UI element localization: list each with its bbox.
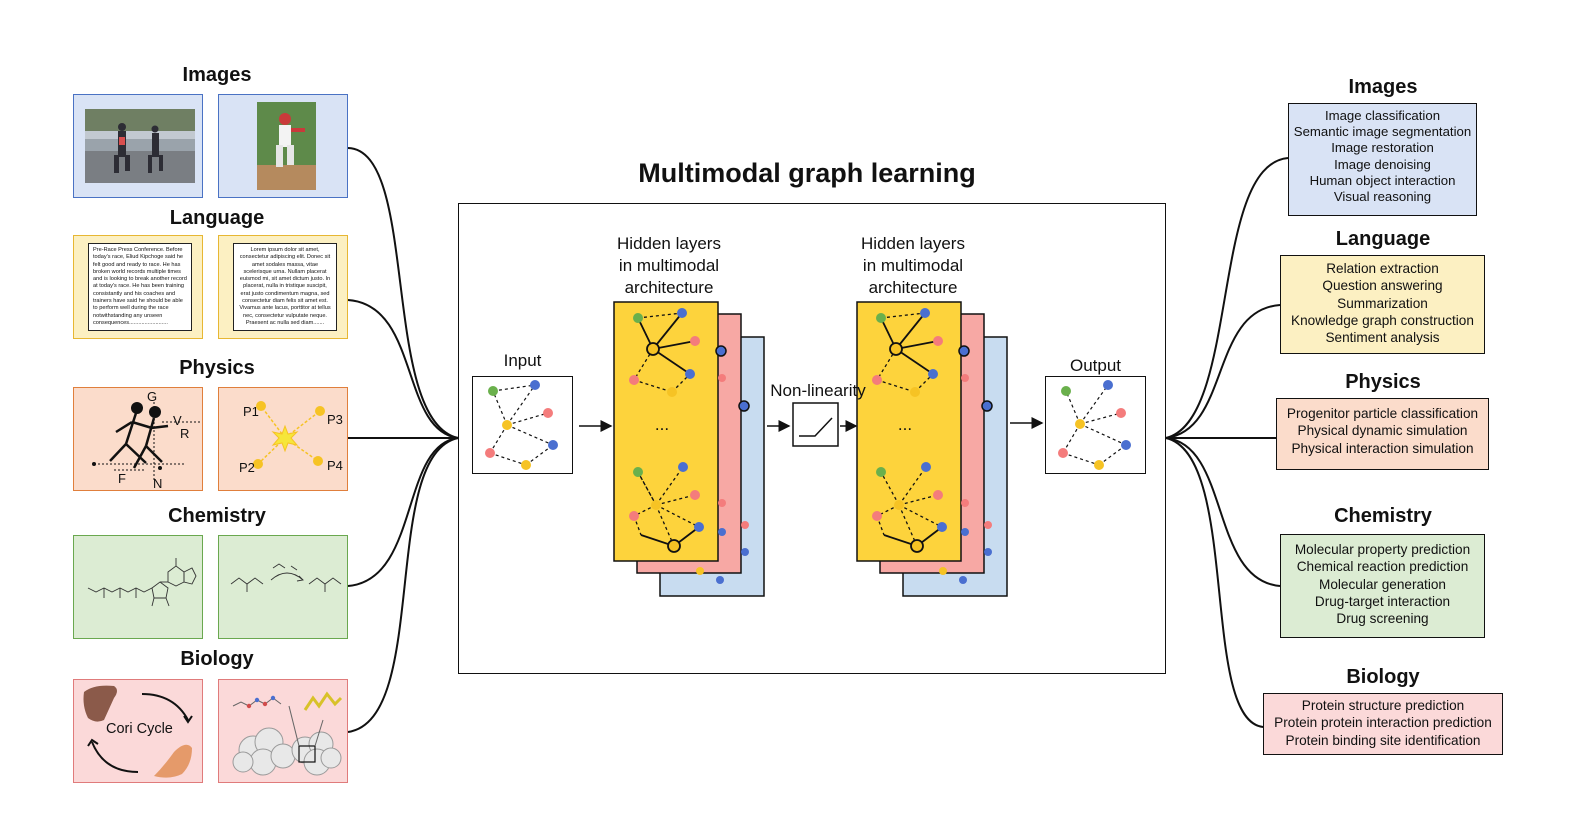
hidden-label-line: Hidden layers — [861, 234, 965, 253]
layer-graph-top — [629, 308, 700, 397]
hidden-label-line: architecture — [868, 278, 958, 297]
right-heading-physics: Physics — [1345, 371, 1421, 393]
baseball-photo — [257, 102, 316, 190]
stick-figure-forces — [92, 402, 200, 480]
layer-ellipsis-1: ... — [654, 415, 670, 434]
hidden-label-2: Hidden layers in multimodal architecture — [833, 233, 993, 299]
right-heading-images: Images — [1348, 76, 1418, 98]
task-item: Physical interaction simulation — [1291, 440, 1474, 456]
image-tile-runners — [73, 94, 203, 198]
runners-photo — [85, 109, 195, 183]
task-list-language: Relation extraction Question answering S… — [1280, 255, 1485, 354]
protein-structure — [232, 691, 343, 776]
nonlinearity-icon — [792, 402, 839, 447]
task-item: Progenitor particle classification — [1286, 406, 1479, 421]
left-heading-physics: Physics — [179, 357, 255, 379]
task-item: Human object interaction — [1309, 172, 1456, 188]
left-connectors — [347, 147, 459, 733]
force-label-f: F — [118, 471, 126, 486]
input-graph — [485, 380, 558, 470]
hidden-label-line: in multimodal — [862, 256, 964, 275]
biology-tile-protein — [218, 679, 348, 783]
right-heading-chemistry: Chemistry — [1334, 505, 1432, 527]
physics-tile-runners: G V R F N — [73, 387, 203, 491]
reaction-scheme — [230, 563, 342, 592]
left-heading-biology: Biology — [180, 648, 254, 670]
task-item: Semantic image segmentation — [1293, 124, 1472, 140]
physics-tile-particles: P1 P3 P2 P4 — [218, 387, 348, 491]
image-tile-baseball — [218, 94, 348, 198]
layer-stack-1 — [613, 301, 765, 597]
nonlinearity-label: Non-linearity — [770, 381, 866, 400]
output-graph — [1058, 380, 1131, 470]
output-label: Output — [1069, 356, 1122, 375]
task-item: Protein protein interaction prediction — [1274, 715, 1492, 731]
cori-cycle-label: Cori Cycle — [106, 721, 173, 737]
biology-tile-cori-cycle: Cori Cycle — [73, 679, 203, 783]
hidden-label-1: Hidden layers in multimodal architecture — [589, 233, 749, 299]
molecule-structure — [87, 558, 197, 607]
particle-label-p1: P1 — [243, 404, 259, 419]
chemistry-tile-molecule — [73, 535, 203, 639]
diagram-title: Multimodal graph learning — [638, 158, 976, 188]
task-item: Relation extraction — [1326, 261, 1439, 276]
task-item: Image denoising — [1334, 156, 1431, 172]
left-heading-chemistry: Chemistry — [168, 505, 266, 527]
flow-arrows — [579, 417, 1044, 432]
task-item: Summarization — [1337, 295, 1428, 311]
document-text-1: Pre-Race Press Conference. Before today'… — [88, 243, 192, 331]
task-item: Image restoration — [1331, 140, 1434, 156]
hidden-label-line: in multimodal — [618, 256, 720, 275]
task-item: Protein binding site identification — [1285, 732, 1481, 748]
left-heading-images: Images — [182, 64, 252, 86]
task-list-physics: Progenitor particle classification Physi… — [1276, 398, 1489, 470]
output-box — [1045, 376, 1146, 474]
input-box — [472, 376, 573, 474]
task-item: Drug-target interaction — [1314, 593, 1451, 609]
right-connectors — [1165, 157, 1289, 728]
particle-collision — [253, 401, 325, 469]
input-label: Input — [503, 351, 542, 370]
language-tile-1: Pre-Race Press Conference. Before today'… — [73, 235, 203, 339]
force-label-n: N — [153, 476, 163, 491]
task-item: Physical dynamic simulation — [1297, 423, 1468, 439]
task-item: Chemical reaction prediction — [1296, 559, 1469, 575]
task-list-biology: Protein structure prediction Protein pro… — [1263, 693, 1503, 755]
force-label-r: R — [180, 426, 190, 441]
task-item: Drug screening — [1336, 611, 1429, 627]
task-item: Image classification — [1324, 108, 1441, 123]
particle-label-p2: P2 — [239, 460, 255, 475]
task-item: Molecular generation — [1319, 576, 1446, 592]
layer-graph-bottom — [629, 462, 704, 553]
document-text-2: Lorem ipsum dolor sit amet, consectetur … — [233, 243, 337, 331]
layer-ellipsis-2: ... — [897, 415, 913, 434]
force-label-v: V — [173, 413, 182, 428]
main-frame — [458, 203, 1166, 674]
particle-label-p4: P4 — [327, 458, 343, 473]
task-list-images: Image classification Semantic image segm… — [1288, 103, 1477, 216]
force-label-g: G — [147, 389, 158, 404]
hidden-label-line: architecture — [624, 278, 714, 297]
layer-graph-bottom — [872, 462, 947, 553]
task-item: Molecular property prediction — [1294, 542, 1471, 557]
hidden-label-line: Hidden layers — [617, 234, 721, 253]
left-heading-language: Language — [169, 207, 265, 229]
chemistry-tile-reaction — [218, 535, 348, 639]
task-item: Protein structure prediction — [1301, 698, 1465, 713]
task-item: Sentiment analysis — [1325, 330, 1440, 346]
right-heading-biology: Biology — [1346, 666, 1420, 688]
layer-stack-2 — [856, 301, 1008, 597]
task-item: Visual reasoning — [1333, 189, 1432, 205]
cori-cycle-diagram — [83, 685, 193, 778]
particle-label-p3: P3 — [327, 412, 343, 427]
language-tile-2: Lorem ipsum dolor sit amet, consectetur … — [218, 235, 348, 339]
task-list-chemistry: Molecular property prediction Chemical r… — [1280, 534, 1485, 638]
right-heading-language: Language — [1335, 228, 1431, 250]
layer-graph-top — [872, 308, 943, 397]
task-item: Knowledge graph construction — [1291, 312, 1474, 328]
task-item: Question answering — [1322, 278, 1443, 294]
